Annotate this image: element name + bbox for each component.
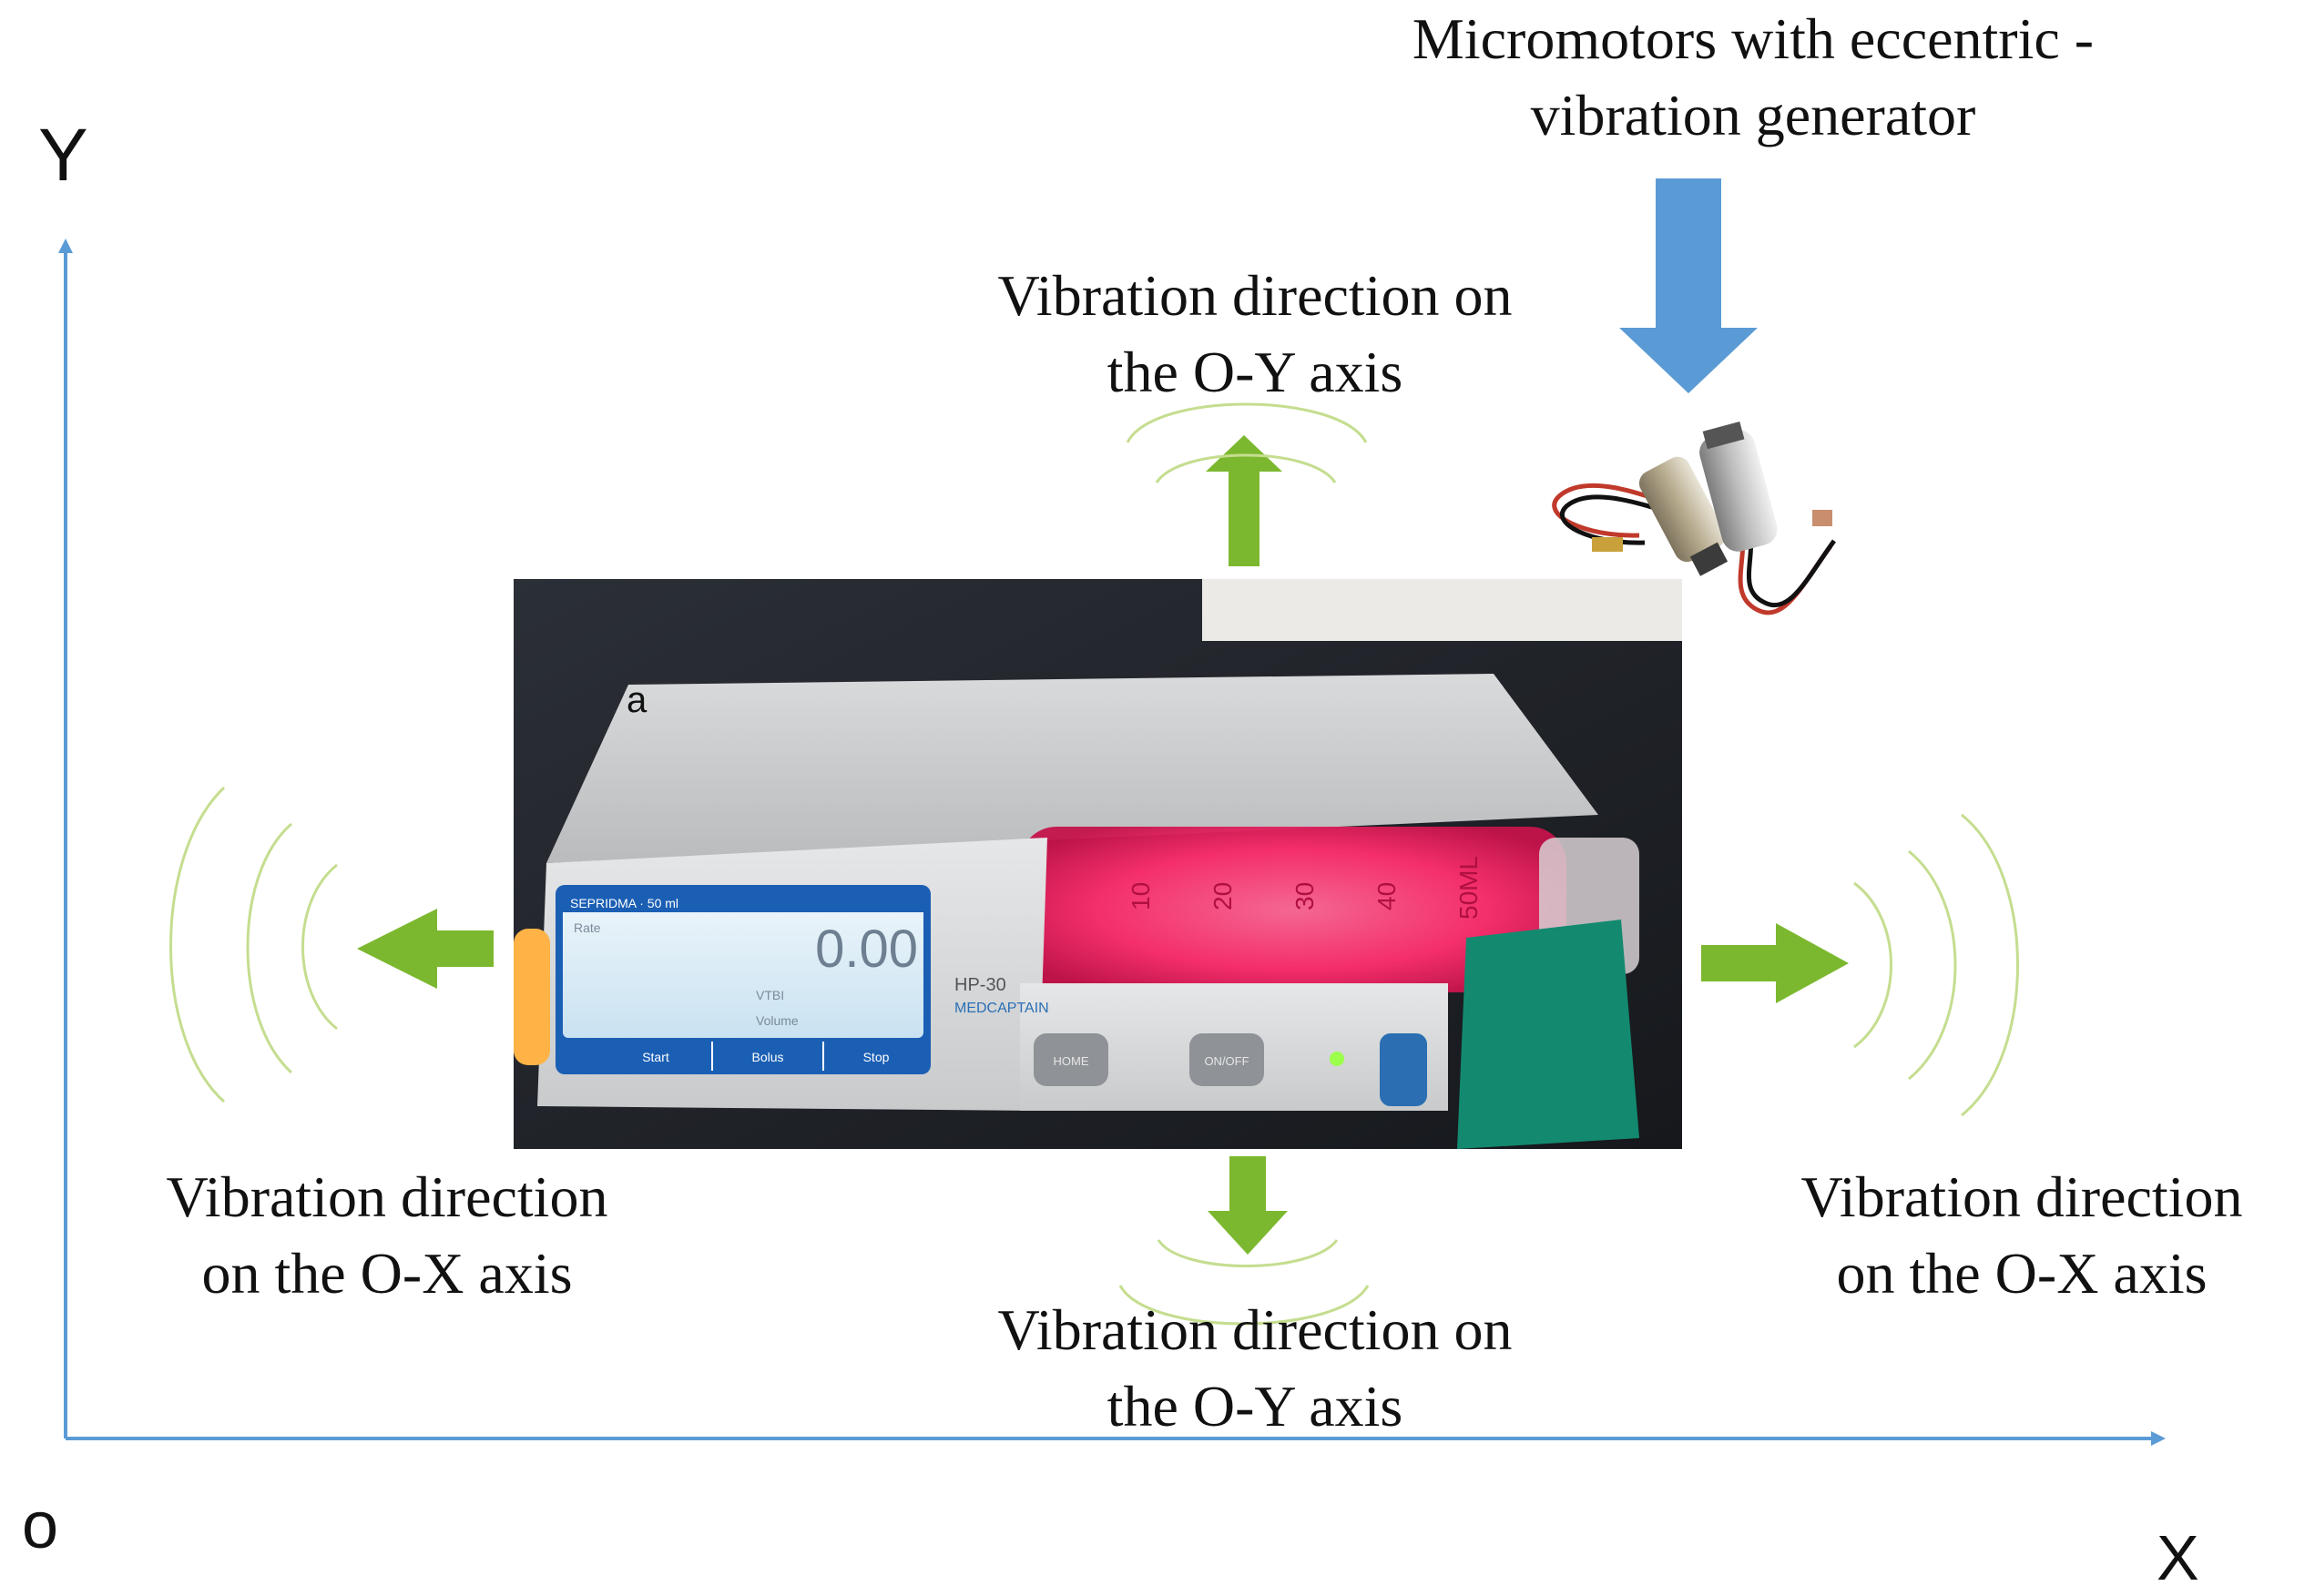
softkey-stop: Stop [863, 1050, 890, 1064]
label-right-line2: on the O-X axis [1836, 1241, 2207, 1306]
motor-caption-line2: vibration generator [1531, 83, 1976, 147]
syringe-pump-photo: SEPRIDMA · 50 ml Rate 0.00 VTBI Volume S… [514, 579, 1682, 1149]
screen-softkeys: Start Bolus Stop [642, 1042, 890, 1071]
label-bottom-line1: Vibration direction on [998, 1297, 1513, 1362]
x-axis-label: X [2157, 1522, 2199, 1593]
home-button-image [1034, 1033, 1108, 1086]
screen-volume: Volume [756, 1013, 799, 1028]
screen-header: SEPRIDMA · 50 ml [570, 896, 678, 910]
wave-arcs-bottom [1118, 1239, 1370, 1326]
onoff-button-image [1189, 1033, 1264, 1086]
syringe-mark-10: 10 [1127, 882, 1155, 910]
label-left-line2: on the O-X axis [201, 1241, 572, 1306]
pump-model: HP-30 [954, 975, 1006, 995]
screen-value: 0.00 [815, 920, 918, 979]
power-led [1330, 1052, 1344, 1066]
label-right-line1: Vibration direction [1801, 1164, 2243, 1229]
pump-brand: MEDCAPTAIN [954, 1001, 1049, 1016]
wave-arcs-right [1853, 813, 2019, 1117]
panel-letter: a [627, 680, 648, 720]
softkey-start: Start [642, 1050, 669, 1064]
syringe-mark-20: 20 [1208, 882, 1237, 910]
motor-pointer-arrow [1619, 178, 1758, 393]
label-bottom-line2: the O-Y axis [1107, 1374, 1403, 1438]
syringe-mark-40: 40 [1372, 882, 1401, 910]
y-axis-label: Y [38, 114, 88, 197]
motor-caption-line1: Micromotors with eccentric - [1412, 6, 2094, 71]
home-button-label: HOME [1054, 1054, 1089, 1068]
arrow-left [357, 909, 494, 989]
micromotors-image [1552, 422, 1837, 615]
screen-rate-label: Rate [574, 920, 601, 935]
syringe-mark-50ml: 50ML [1454, 856, 1483, 920]
arrow-right [1701, 923, 1849, 1003]
arrow-up [1206, 435, 1282, 566]
label-top-line2: the O-Y axis [1107, 340, 1403, 404]
softkey-bolus: Bolus [751, 1050, 783, 1064]
label-left-line1: Vibration direction [167, 1164, 608, 1229]
screen-vtbi: VTBI [756, 988, 784, 1002]
wave-arcs-left [169, 786, 338, 1103]
syringe-mark-30: 30 [1290, 882, 1319, 910]
syringe-scale: 10 20 30 40 50ML [1127, 856, 1483, 920]
onoff-button-label: ON/OFF [1204, 1054, 1249, 1068]
arrow-down [1208, 1156, 1288, 1255]
origin-label: o [22, 1489, 58, 1562]
wave-arcs-top [1126, 402, 1368, 483]
label-top-line1: Vibration direction on [998, 263, 1513, 328]
